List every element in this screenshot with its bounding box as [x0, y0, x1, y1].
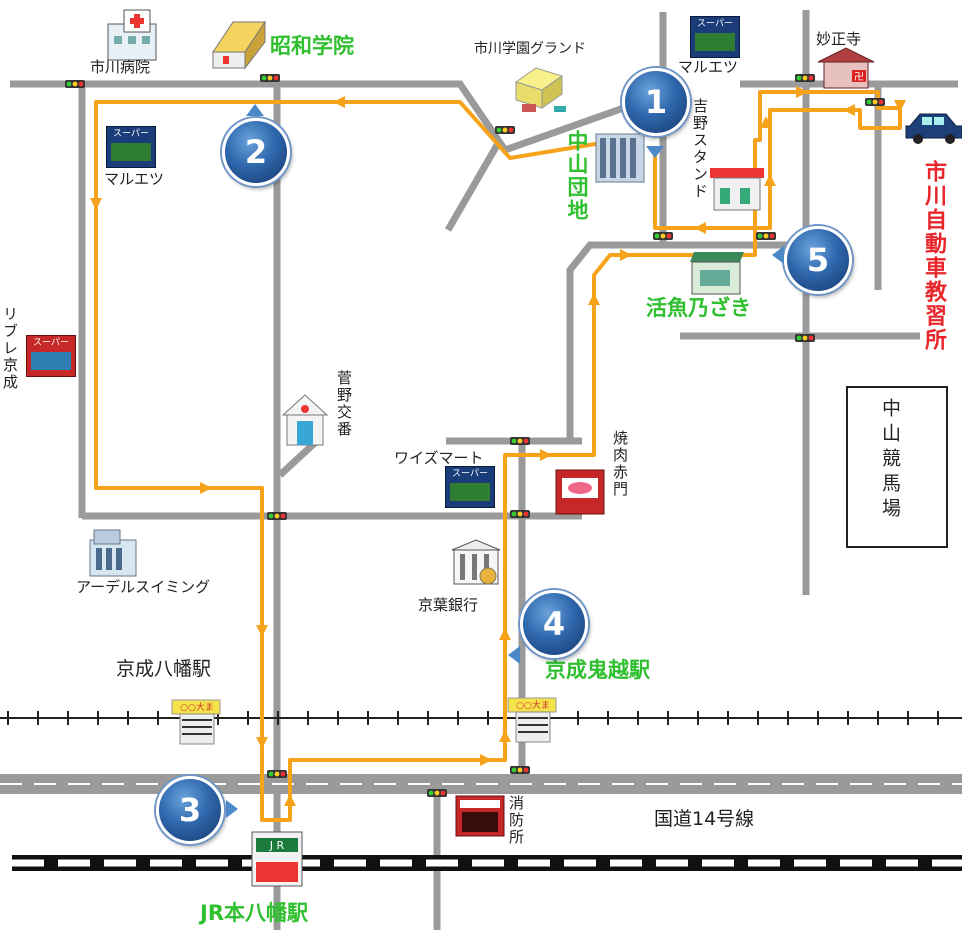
bank-icon	[451, 539, 501, 585]
label-waizu: ワイズマート	[394, 449, 484, 467]
label-jr-motoyawata: JR本八幡駅	[200, 901, 308, 925]
label-maruetsu-left: マルエツ	[104, 170, 165, 188]
keisei-yawata-station-icon	[171, 699, 221, 745]
route-arrows	[90, 86, 906, 806]
danchi-icon	[595, 133, 645, 183]
road-koban-diag	[277, 437, 321, 478]
label-fire-station: 消防所	[507, 795, 525, 846]
label-rifure: リブレ京成	[1, 306, 19, 391]
traffic-light-icon	[510, 510, 530, 518]
traffic-light-icon	[795, 334, 815, 342]
traffic-light-icon	[510, 437, 530, 445]
road-grand-diag	[444, 138, 504, 232]
supermarket-sign-left: スーパー	[106, 126, 156, 168]
keisei-onigoe-station-icon	[507, 697, 557, 743]
fire-station-icon	[455, 795, 505, 837]
swimming-icon	[89, 529, 137, 577]
route-marker-4: 4	[520, 590, 588, 658]
route-marker-1: 1	[622, 68, 690, 136]
label-ikeuo: 活魚乃ざき	[646, 296, 751, 320]
label-grand: 市川学園グランド	[474, 41, 586, 57]
keisei-onigoe-sign: ○○大ま	[516, 701, 550, 711]
label-keisei-onigoe: 京成鬼越駅	[545, 658, 650, 682]
nakayama-racecourse-box	[846, 386, 948, 548]
road-danchi	[566, 241, 810, 441]
traffic-light-icon	[510, 766, 530, 774]
label-myoshoji: 妙正寺	[816, 30, 862, 48]
label-koban: 菅野交番	[335, 370, 353, 438]
police-box-icon	[281, 394, 329, 446]
supermarket-sign-top: スーパー	[690, 16, 740, 58]
traffic-lights	[65, 74, 885, 797]
traffic-light-icon	[260, 74, 280, 82]
keisei-yawata-sign: ○○大ま	[180, 703, 214, 713]
svg-text:卍: 卍	[854, 71, 864, 83]
traffic-light-icon	[65, 80, 85, 88]
keisei-railway	[0, 711, 962, 725]
hospital-icon	[107, 9, 157, 61]
traffic-light-icon	[267, 512, 287, 520]
route-14-road	[0, 774, 962, 794]
marker-3-pointer	[226, 800, 238, 818]
marker-4-pointer	[508, 646, 520, 664]
jr-railway	[12, 855, 962, 871]
yakiniku-icon	[555, 469, 605, 515]
jr-station-icon: J R	[251, 831, 303, 887]
label-nakayama-danchi: 中山団地	[565, 130, 589, 222]
car-icon	[905, 113, 962, 144]
svg-text:J R: J R	[269, 839, 285, 852]
route-marker-2: 2	[222, 118, 290, 186]
label-hospital: 市川病院	[90, 58, 151, 76]
supermarket-sign-waizu: スーパー	[445, 466, 495, 508]
supermarket-sign-rifure: スーパー	[26, 335, 76, 377]
traffic-light-icon	[495, 126, 515, 134]
traffic-light-icon	[865, 98, 885, 106]
label-driving-school: 市川自動車教習所	[921, 160, 946, 352]
route-marker-5: 5	[784, 226, 852, 294]
label-racecourse: 中山競馬場	[879, 398, 901, 523]
traffic-light-icon	[267, 770, 287, 778]
label-keiyo-bank: 京葉銀行	[418, 596, 479, 614]
driving-route	[94, 90, 902, 822]
label-keisei-yawata: 京成八幡駅	[116, 658, 212, 680]
marker-2-pointer	[246, 104, 264, 116]
label-route14: 国道14号線	[654, 808, 755, 830]
traffic-light-icon	[756, 232, 776, 240]
marker-5-pointer	[772, 246, 784, 264]
gas-station-icon	[710, 168, 764, 211]
traffic-light-icon	[653, 232, 673, 240]
route-marker-3: 3	[156, 776, 224, 844]
marker-1-pointer	[646, 146, 664, 158]
school-icon	[212, 20, 266, 70]
label-yakiniku: 焼肉赤門	[611, 430, 629, 498]
fish-shop-icon	[690, 252, 744, 295]
label-aderu: アーデルスイミング	[76, 578, 211, 596]
label-yoshino: 吉野スタンド	[691, 98, 709, 200]
label-maruetsu-top: マルエツ	[678, 58, 739, 76]
building-icons: 卍	[89, 9, 962, 887]
traffic-light-icon	[427, 789, 447, 797]
traffic-light-icon	[795, 74, 815, 82]
label-showa: 昭和学院	[270, 34, 354, 58]
road-north	[10, 80, 634, 155]
grand-icon	[514, 67, 566, 112]
temple-icon: 卍	[817, 47, 875, 89]
